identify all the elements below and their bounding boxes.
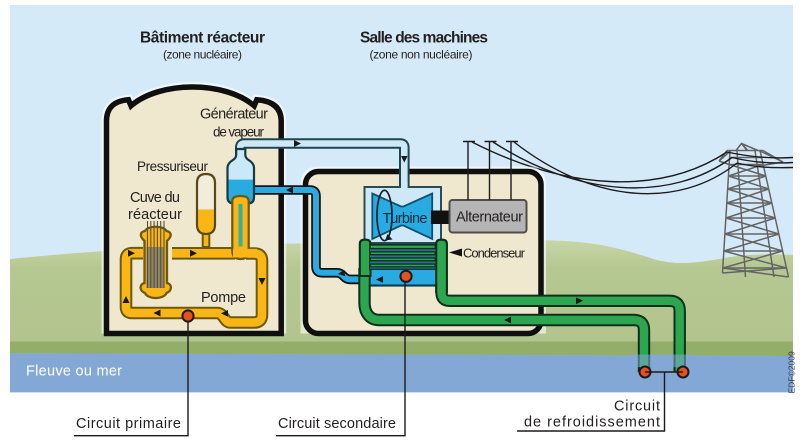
svg-text:Turbine: Turbine (383, 211, 428, 227)
svg-text:de refroidissement: de refroidissement (524, 415, 660, 431)
svg-text:de vapeur: de vapeur (213, 125, 265, 140)
svg-text:Cuve du: Cuve du (130, 190, 180, 206)
svg-text:Circuit primaire: Circuit primaire (76, 416, 181, 432)
svg-text:Pressuriseur: Pressuriseur (137, 159, 209, 174)
svg-text:(zone non nucléaire): (zone non nucléaire) (370, 48, 473, 62)
svg-text:Condenseur: Condenseur (463, 246, 526, 261)
svg-text:EDF©2009: EDF©2009 (787, 351, 797, 393)
svg-text:Circuit secondaire: Circuit secondaire (278, 416, 396, 432)
svg-text:réacteur: réacteur (128, 207, 182, 223)
svg-text:Alternateur: Alternateur (456, 210, 523, 226)
svg-text:Circuit: Circuit (614, 399, 660, 415)
svg-text:Bâtiment réacteur: Bâtiment réacteur (140, 30, 265, 47)
svg-text:Salle des machines: Salle des machines (360, 30, 488, 47)
svg-text:Fleuve ou mer: Fleuve ou mer (26, 364, 122, 380)
svg-text:Générateur: Générateur (200, 107, 268, 123)
svg-text:Pompe: Pompe (201, 290, 246, 306)
svg-text:(zone nucléaire): (zone nucléaire) (163, 48, 242, 62)
